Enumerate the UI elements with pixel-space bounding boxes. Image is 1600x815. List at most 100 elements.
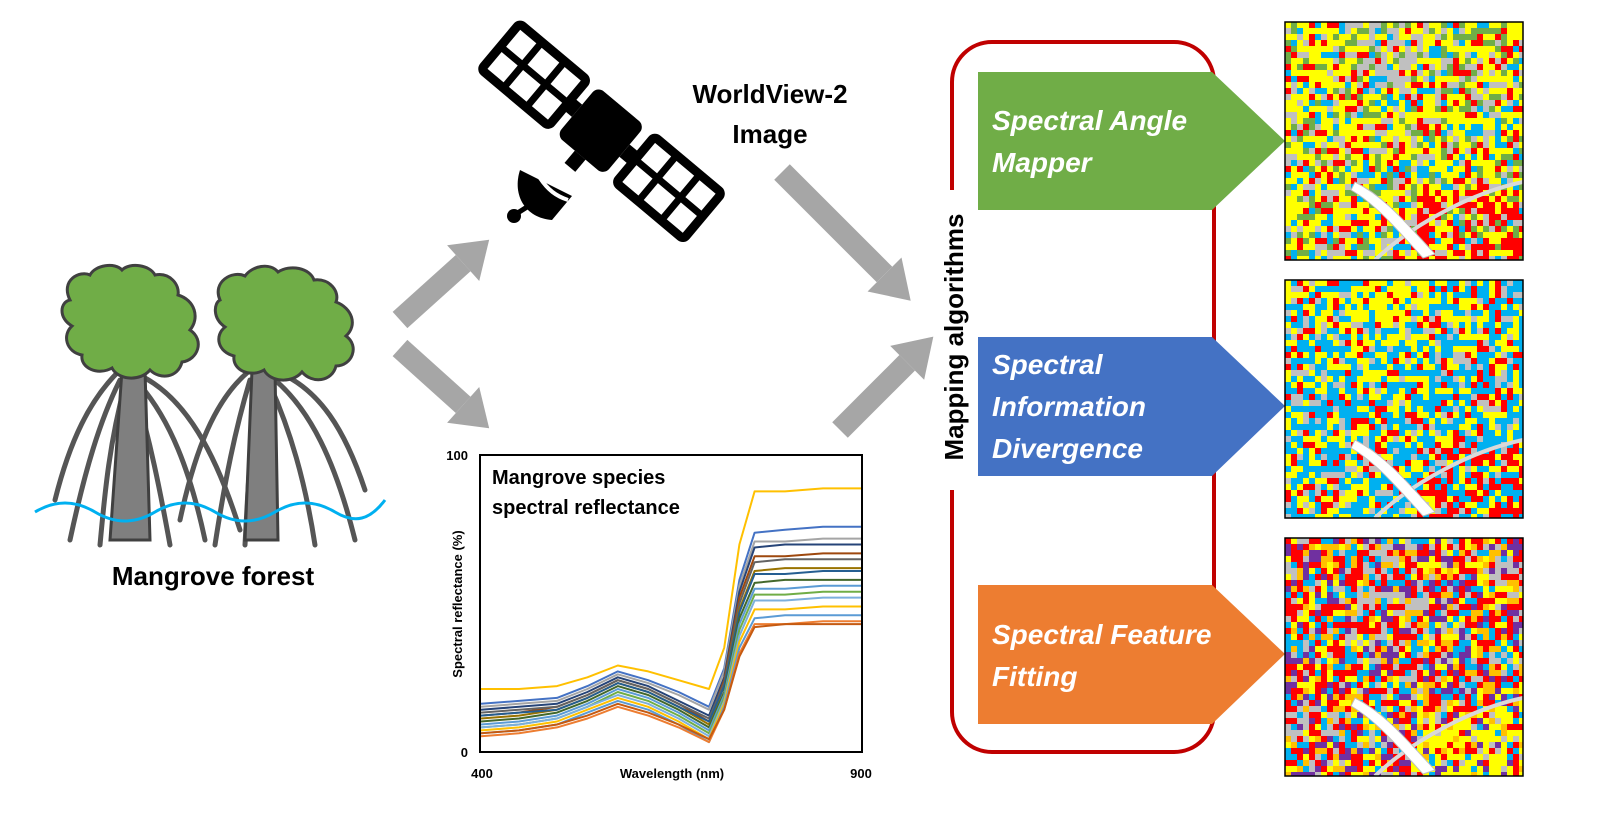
map-pixel [1519,70,1523,76]
map-pixel [1489,496,1495,502]
map-pixel [1465,442,1471,448]
map-pixel [1513,280,1519,286]
map-pixel [1417,406,1423,412]
map-pixel [1351,580,1357,586]
map-pixel [1429,466,1435,472]
map-pixel [1291,172,1297,178]
map-pixel [1327,460,1333,466]
map-pixel [1327,664,1333,670]
map-pixel [1327,22,1333,28]
map-pixel [1327,484,1333,490]
map-pixel [1321,208,1327,214]
map-pixel [1387,484,1393,490]
map-pixel [1393,166,1399,172]
map-pixel [1501,742,1507,748]
map-pixel [1351,232,1357,238]
map-pixel [1309,706,1315,712]
map-pixel [1471,340,1477,346]
map-pixel [1321,460,1327,466]
map-pixel [1423,160,1429,166]
map-pixel [1453,352,1459,358]
map-pixel [1411,34,1417,40]
map-pixel [1321,214,1327,220]
map-pixel [1507,760,1513,766]
map-pixel [1345,514,1351,518]
map-pixel [1327,472,1333,478]
map-pixel [1489,718,1495,724]
map-pixel [1327,436,1333,442]
map-pixel [1417,664,1423,670]
map-pixel [1285,136,1291,142]
map-pixel [1429,28,1435,34]
map-pixel [1285,556,1291,562]
map-pixel [1423,568,1429,574]
map-pixel [1363,652,1369,658]
map-pixel [1495,214,1501,220]
map-pixel [1303,358,1309,364]
map-pixel [1465,130,1471,136]
map-pixel [1459,382,1465,388]
map-pixel [1471,730,1477,736]
map-pixel [1459,106,1465,112]
map-pixel [1303,178,1309,184]
map-pixel [1519,478,1523,484]
map-pixel [1357,328,1363,334]
map-pixel [1471,202,1477,208]
map-pixel [1447,616,1453,622]
map-pixel [1387,316,1393,322]
map-pixel [1507,586,1513,592]
map-pixel [1429,418,1435,424]
map-pixel [1399,556,1405,562]
map-pixel [1303,256,1309,260]
map-pixel [1519,568,1523,574]
map-pixel [1471,616,1477,622]
map-pixel [1315,388,1321,394]
series-line-8 [480,570,861,723]
map-pixel [1489,436,1495,442]
map-pixel [1513,436,1519,442]
map-pixel [1327,46,1333,52]
map-pixel [1483,424,1489,430]
map-pixel [1495,742,1501,748]
map-pixel [1333,622,1339,628]
map-pixel [1375,148,1381,154]
map-pixel [1411,142,1417,148]
map-pixel [1471,88,1477,94]
map-pixel [1489,88,1495,94]
map-pixel [1351,754,1357,760]
map-pixel [1321,130,1327,136]
map-pixel [1477,166,1483,172]
map-pixel [1309,472,1315,478]
map-pixel [1423,442,1429,448]
map-pixel [1483,622,1489,628]
map-pixel [1423,346,1429,352]
map-pixel [1303,592,1309,598]
map-pixel [1333,22,1339,28]
map-pixel [1495,280,1501,286]
map-pixel [1423,328,1429,334]
map-pixel [1321,664,1327,670]
map-pixel [1327,316,1333,322]
map-pixel [1351,562,1357,568]
map-pixel [1309,58,1315,64]
map-pixel [1297,232,1303,238]
map-pixel [1375,550,1381,556]
map-pixel [1423,256,1429,260]
map-pixel [1495,154,1501,160]
map-pixel [1423,232,1429,238]
map-pixel [1399,454,1405,460]
map-pixel [1303,310,1309,316]
map-pixel [1471,178,1477,184]
map-pixel [1339,64,1345,70]
map-pixel [1489,688,1495,694]
map-pixel [1513,106,1519,112]
map-pixel [1297,190,1303,196]
map-pixel [1495,658,1501,664]
map-pixel [1477,124,1483,130]
map-pixel [1435,598,1441,604]
map-pixel [1507,136,1513,142]
map-pixel [1315,214,1321,220]
map-pixel [1357,70,1363,76]
map-pixel [1441,718,1447,724]
map-pixel [1339,646,1345,652]
